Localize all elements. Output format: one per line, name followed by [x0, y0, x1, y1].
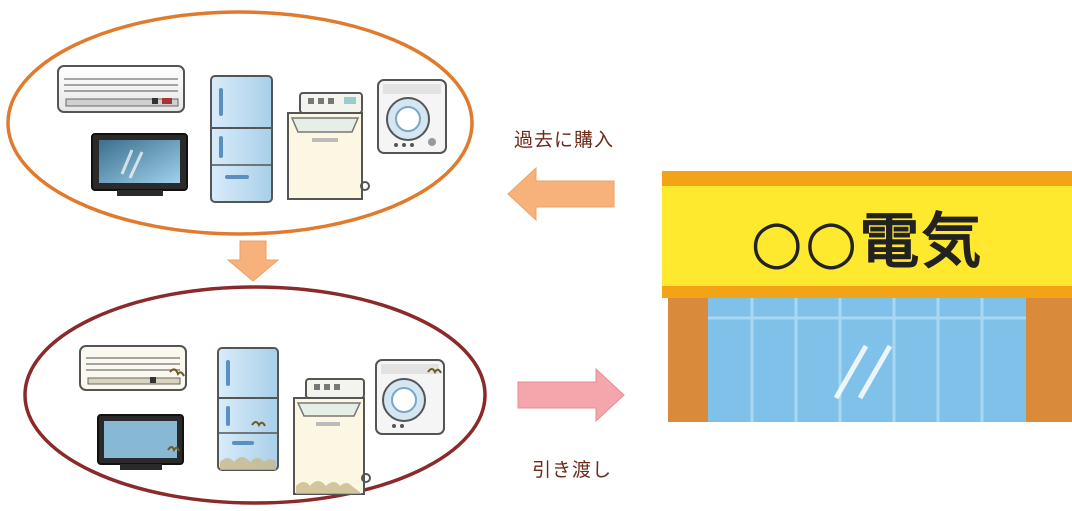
store-sign — [662, 186, 1072, 286]
down-arrow — [226, 240, 280, 282]
refrigerator-icon — [210, 75, 273, 203]
washing-machine-old-icon — [293, 378, 371, 495]
old-appliances-group — [23, 285, 487, 505]
washing-machine-icon — [287, 92, 370, 200]
store-name: ○○電気 — [750, 206, 984, 277]
air-conditioner-old-icon — [79, 345, 187, 391]
store-building — [662, 171, 1072, 422]
purchase-arrow — [507, 166, 615, 222]
handover-arrow — [517, 367, 625, 423]
dryer-icon — [377, 79, 447, 154]
old-appliances-ellipse — [23, 285, 487, 505]
handover-label: 引き渡し — [532, 459, 613, 481]
refrigerator-old-icon — [217, 347, 279, 471]
tv-icon — [91, 133, 188, 196]
dryer-old-icon — [375, 359, 445, 435]
tv-old-icon — [97, 414, 184, 470]
new-appliances-ellipse — [6, 10, 474, 236]
new-appliances-group — [6, 10, 474, 236]
past-purchase-label: 過去に購入 — [514, 129, 615, 151]
air-conditioner-icon — [57, 65, 185, 113]
